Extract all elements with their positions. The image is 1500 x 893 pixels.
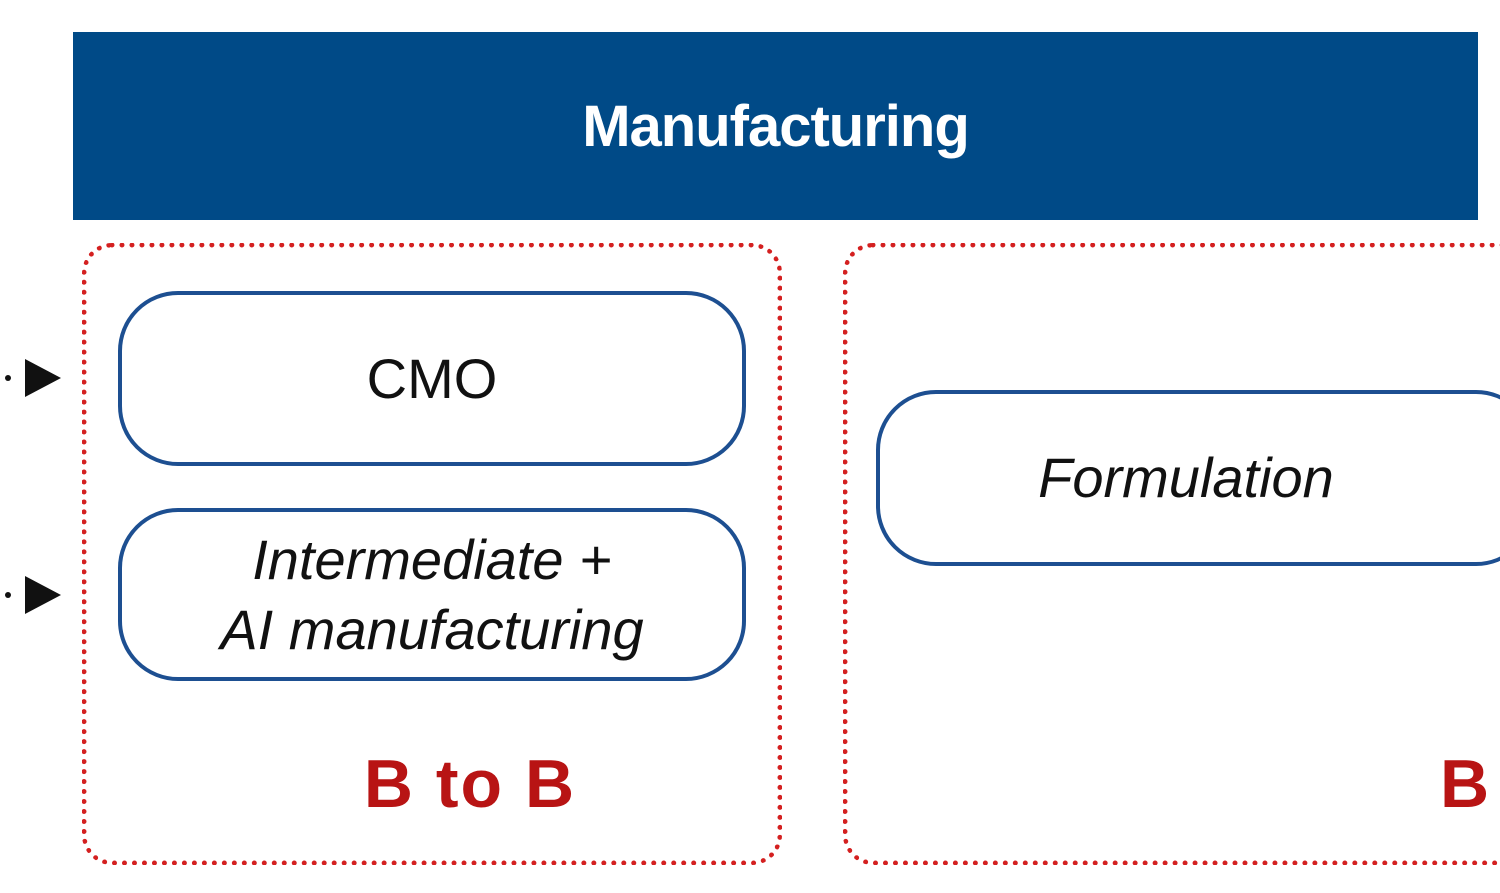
arrow-icon — [25, 359, 61, 397]
manufacturing-header: Manufacturing — [73, 32, 1478, 220]
b-to-b-group — [82, 243, 782, 865]
arrow-tail-dot — [5, 592, 11, 598]
b-label: B — [1440, 746, 1492, 822]
cmo-node: CMO — [118, 291, 746, 466]
formulation-node: Formulation — [876, 390, 1500, 566]
header-title: Manufacturing — [582, 93, 970, 159]
node-label-line: Intermediate + — [252, 527, 612, 591]
node-label-line: AI manufacturing — [220, 597, 644, 661]
arrow-tail-dot — [5, 375, 11, 381]
intermediate-ai-node: Intermediate + AI manufacturing — [118, 508, 746, 681]
b-group — [843, 243, 1500, 865]
node-label: CMO — [366, 346, 498, 410]
arrow-icon — [25, 576, 61, 614]
b-to-b-label: B to B — [363, 746, 577, 822]
node-label: Formulation — [1038, 446, 1334, 509]
